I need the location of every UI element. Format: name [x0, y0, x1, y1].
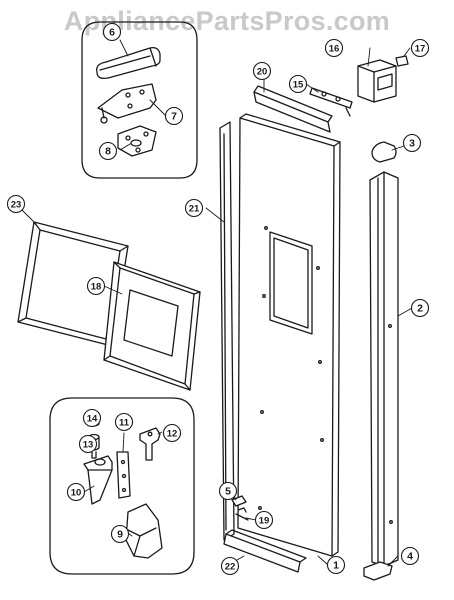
callout-21: 21 [184, 198, 204, 218]
callout-number: 19 [259, 516, 270, 527]
callout-7: 7 [164, 106, 184, 126]
callout-number: 14 [87, 414, 98, 425]
callout-number: 6 [109, 27, 115, 39]
callout-number: 17 [415, 44, 426, 55]
callout-2: 2 [410, 298, 430, 318]
callout-number: 3 [409, 138, 415, 150]
callout-4: 4 [400, 546, 420, 566]
detail-bubble-lower-hinge [49, 397, 195, 575]
part-5-clip [231, 495, 247, 507]
part-18-panel [103, 261, 201, 391]
callout-number: 8 [105, 146, 111, 158]
callout-number: 4 [407, 551, 413, 563]
part-11-plate [116, 451, 131, 499]
callout-17: 17 [410, 38, 430, 58]
callout-number: 1 [333, 560, 339, 572]
part-17-button [395, 55, 409, 67]
callout-16: 16 [324, 38, 344, 58]
part-7-hinge-plate [97, 83, 157, 124]
detail-bubble-hinge [81, 21, 198, 179]
callout-19: 19 [254, 510, 274, 530]
part-9-cover [125, 503, 163, 559]
callout-number: 10 [71, 488, 82, 499]
callout-6: 6 [102, 22, 122, 42]
callout-number: 5 [225, 486, 231, 498]
callout-22: 22 [220, 556, 240, 576]
callout-number: 12 [167, 429, 178, 440]
part-4-end-cap [363, 561, 393, 581]
callout-8: 8 [98, 141, 118, 161]
callout-number: 9 [117, 529, 123, 541]
callout-23: 23 [6, 194, 26, 214]
callout-number: 20 [257, 67, 268, 78]
part-1-door-panel [237, 113, 341, 557]
part-6-wedge [96, 46, 161, 80]
callout-number: 13 [83, 440, 94, 451]
part-12-bracket [139, 427, 161, 461]
part-21-side-strip [219, 121, 235, 541]
part-3-end-cap [371, 141, 397, 163]
callout-13: 13 [78, 434, 98, 454]
part-2-handle [369, 171, 399, 567]
callout-18: 18 [86, 276, 106, 296]
callout-number: 16 [329, 44, 340, 55]
part-10-lower-hinge [83, 455, 113, 505]
callout-number: 2 [417, 303, 423, 315]
callout-12: 12 [162, 423, 182, 443]
callout-14: 14 [82, 408, 102, 428]
callout-number: 11 [119, 418, 130, 429]
callout-number: 23 [11, 200, 22, 211]
callout-15: 15 [288, 74, 308, 94]
callout-3: 3 [402, 133, 422, 153]
callout-20: 20 [252, 61, 272, 81]
part-19-screw [235, 507, 249, 521]
callout-10: 10 [66, 482, 86, 502]
callout-number: 22 [225, 562, 236, 573]
part-15-bar [309, 87, 353, 117]
callout-number: 7 [171, 111, 177, 123]
part-22-bottom-trim [223, 529, 307, 573]
callout-5: 5 [218, 481, 238, 501]
part-20-top-trim [253, 85, 333, 133]
callout-11: 11 [114, 412, 134, 432]
callout-number: 18 [91, 282, 102, 293]
part-8-hinge-bracket [117, 125, 157, 157]
callout-1: 1 [326, 555, 346, 575]
callout-number: 21 [189, 204, 200, 215]
part-16-housing [357, 59, 397, 103]
callout-number: 15 [293, 80, 304, 91]
callout-9: 9 [110, 524, 130, 544]
